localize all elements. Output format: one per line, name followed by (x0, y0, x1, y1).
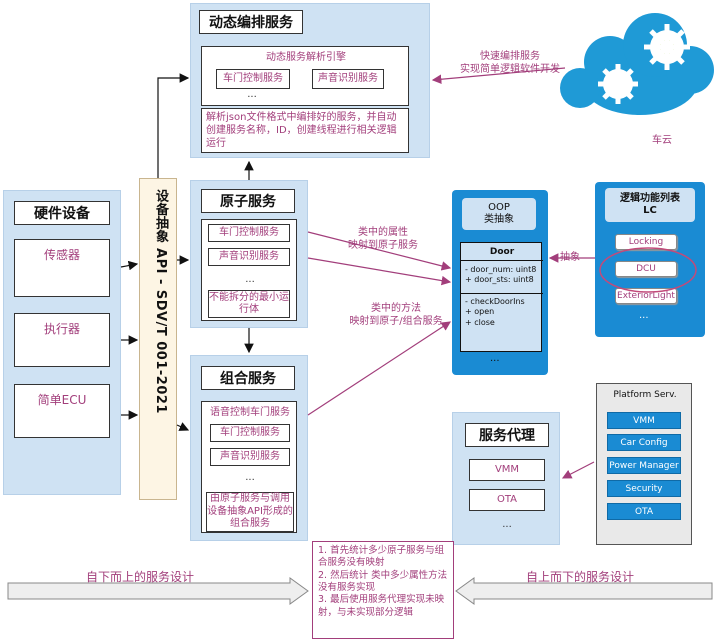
proxy-ellipsis: ... (502, 519, 512, 530)
dynamic-ellipsis: ... (247, 89, 257, 100)
dynamic-door-service: 车门控制服务 (216, 69, 290, 89)
composite-services-panel: 组合服务 语音控制车门服务 车门控制服务 声音识别服务 ... 由原子服务与调用… (190, 355, 308, 541)
proxy-item-vmm: VMM (469, 459, 545, 481)
hardware-item-ecu: 简单ECU (14, 384, 110, 438)
service-proxy-panel: 服务代理 VMM OTA ... (452, 412, 560, 545)
abstraction-api-label: 设备抽象 API - SDV/T 001-2021 (153, 189, 168, 414)
cloud-note: 快速编排服务 实现简单逻辑软件开发 (460, 51, 560, 75)
door-class-box: Door - door_num: uint8 + door_sts: uint8… (460, 242, 543, 352)
arrow-api-to-composite (176, 422, 190, 431)
hardware-item-actuator: 执行器 (14, 313, 110, 367)
oop-panel: OOP 类抽象 Door - door_num: uint8 + door_st… (452, 190, 548, 375)
parse-engine-label: 动态服务解析引擎 (266, 51, 346, 63)
door-class-name: Door (461, 243, 543, 261)
atomic-note: 不能拆分的最小运行体 (208, 290, 290, 318)
arrow-atomic-voice-to-oop (307, 257, 452, 286)
platform-item-car-config: Car Config (607, 434, 681, 451)
logic-item-exteriorlight: ExteriorLight (615, 288, 677, 304)
proxy-title: 服务代理 (465, 423, 549, 447)
abstract-label: 抽象 (560, 252, 580, 263)
hardware-panel: 硬件设备 传感器 执行器 简单ECU (3, 190, 121, 495)
atomic-ellipsis: ... (245, 274, 255, 285)
logic-panel: 逻辑功能列表 LC Locking DCU ExteriorLight ... (595, 182, 705, 337)
door-methods: - checkDoorIns + open + close (465, 297, 525, 328)
oop-title: OOP 类抽象 (484, 202, 514, 225)
hardware-item-sensor: 传感器 (14, 239, 110, 297)
platform-item-security: Security (607, 480, 681, 497)
platform-panel: Platform Serv. VMM Car Config Power Mana… (596, 383, 692, 545)
platform-title: Platform Serv. (613, 390, 677, 400)
atomic-services-panel: 原子服务 车门控制服务 声音识别服务 ... 不能拆分的最小运行体 (190, 180, 308, 328)
atomic-voice-service: 声音识别服务 (208, 248, 290, 266)
proxy-item-ota: OTA (469, 489, 545, 511)
dynamic-voice-service: 声音识别服务 (312, 69, 384, 89)
door-attributes: - door_num: uint8 + door_sts: uint8 (465, 265, 536, 286)
dynamic-description: 解析json文件格式中编排好的服务，并自动创建服务名称，ID，创建线程进行相关逻… (201, 108, 409, 153)
platform-item-vmm: VMM (607, 412, 681, 429)
door-method-0: - checkDoorIns (465, 297, 525, 306)
composite-voice-service: 声音识别服务 (210, 448, 290, 466)
atomic-list-box: 车门控制服务 声音识别服务 ... 不能拆分的最小运行体 (201, 219, 297, 321)
arrow-composite-to-oop (307, 321, 452, 416)
hardware-title: 硬件设备 (14, 201, 110, 225)
composite-list-box: 语音控制车门服务 车门控制服务 声音识别服务 ... 由原子服务与调用设备抽象A… (201, 401, 297, 533)
platform-item-ota: OTA (607, 503, 681, 520)
composite-title: 组合服务 (201, 366, 295, 390)
arrow-api-to-dynamic (157, 73, 190, 178)
gear-icon (598, 24, 690, 104)
attr-mapping-label: 类中的属性 映射到原子服务 (348, 227, 418, 251)
door-attr-0: - door_num: uint8 (465, 265, 537, 274)
composite-group-label: 语音控制车门服务 (210, 406, 290, 418)
door-attr-1: + door_sts: uint8 (465, 275, 534, 285)
oop-ellipsis: ... (490, 353, 500, 364)
door-method-1: + open (465, 307, 495, 317)
logic-ellipsis: ... (639, 310, 649, 321)
arrow-platform-to-proxy (561, 461, 595, 479)
door-divider (461, 293, 543, 294)
bottom-right-label: 自上而下的服务设计 (525, 570, 634, 584)
door-method-2: + close (465, 317, 495, 327)
composite-door-service: 车门控制服务 (210, 424, 290, 442)
oop-title-box: OOP 类抽象 (462, 198, 536, 230)
method-mapping-label: 类中的方法 映射到原子/组合服务 (349, 303, 443, 327)
cloud-label: 车云 (652, 135, 672, 146)
logic-item-dcu: DCU (615, 261, 677, 277)
logic-title-box: 逻辑功能列表 LC (605, 188, 695, 222)
dynamic-orchestration-panel: 动态编排服务 动态服务解析引擎 车门控制服务 声音识别服务 ... 解析json… (190, 3, 430, 158)
bottom-left-label: 自下而上的服务设计 (85, 570, 194, 584)
arrow-sensor-to-api (120, 260, 139, 271)
logic-title: 逻辑功能列表 LC (620, 193, 680, 216)
composite-note: 由原子服务与调用设备抽象API形成的组合服务 (206, 492, 294, 532)
abstraction-api-bar: 设备抽象 API - SDV/T 001-2021 (139, 178, 177, 500)
atomic-door-service: 车门控制服务 (208, 224, 290, 242)
atomic-title: 原子服务 (201, 189, 295, 213)
logic-item-locking: Locking (615, 234, 677, 250)
parse-engine-box: 动态服务解析引擎 车门控制服务 声音识别服务 ... (201, 46, 409, 106)
composite-ellipsis: ... (245, 472, 255, 483)
cloud-icon (560, 13, 714, 115)
design-steps-box: 1. 首先统计多少原子服务与组合服务没有映射 2. 然后统计 类中多少属性方法没… (312, 541, 454, 639)
platform-item-power-manager: Power Manager (607, 457, 681, 474)
dynamic-title: 动态编排服务 (199, 10, 303, 34)
